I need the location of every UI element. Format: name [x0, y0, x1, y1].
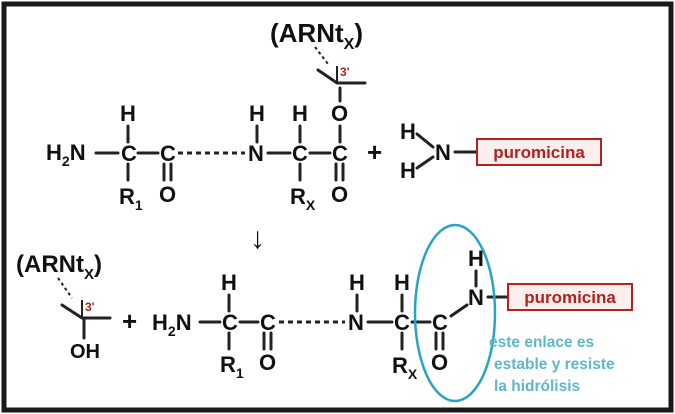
top-trna-label: (ARNtX) [270, 18, 363, 53]
top-c1: C [160, 141, 176, 166]
bottom-h-cx: H [394, 270, 410, 295]
bottom-c1: C [260, 310, 276, 335]
bottom-c-end: C [432, 310, 448, 335]
bottom-puromicina-label: puromicina [524, 288, 616, 307]
bottom-trna-label: (ARNtX) [16, 251, 102, 283]
top-o-dbl: O [331, 182, 348, 207]
bottom-trna-dashed-link [57, 277, 73, 299]
bottom-plus: + [122, 306, 137, 336]
reaction-arrow: ↓ [250, 222, 265, 255]
stable-bond-note: este enlace es estable y resiste la hidr… [489, 334, 619, 395]
top-o1: O [159, 182, 176, 207]
bottom-prime-label: 3' [85, 300, 95, 314]
bottom-h-nmid: H [349, 270, 365, 295]
bottom-h2n: H2N [152, 310, 192, 339]
bottom-oh: OH [70, 341, 100, 363]
top-c-end: C [332, 141, 348, 166]
top-n-mid: N [248, 141, 264, 166]
top-plus: + [367, 137, 382, 167]
bottom-bond-cend-n-amide [449, 303, 469, 318]
top-h-cx: H [292, 101, 308, 126]
top-puro-nh-bonds [415, 132, 435, 170]
top-o-ester: O [331, 101, 348, 126]
top-rx: RX [290, 184, 316, 213]
top-puromicina-box [476, 138, 602, 166]
bottom-n-amide: N [468, 285, 484, 310]
amide-bond-highlight-ellipse [413, 223, 497, 403]
top-bond-c1-o1-double [162, 162, 173, 182]
top-h-ca1: H [120, 101, 136, 126]
top-trna-text: (ARNt [270, 18, 344, 48]
top-h2n: H2N [46, 140, 86, 169]
bottom-ca1: C [222, 310, 238, 335]
bottom-bond-c1-o1-double [262, 331, 273, 351]
bottom-rx: RX [392, 353, 418, 382]
bottom-puromicina-box [507, 283, 633, 311]
top-trna-close: ) [354, 18, 363, 48]
top-ca1: C [121, 141, 137, 166]
top-puro-n: N [435, 140, 451, 165]
bottom-r1: R1 [220, 352, 244, 381]
bottom-o1: O [259, 350, 276, 375]
top-puro-h-bot: H [400, 158, 416, 183]
bottom-h-amide: H [468, 246, 484, 271]
top-trna-sub: X [344, 36, 355, 53]
top-h-nmid: H [249, 101, 265, 126]
svg-text:(ARNtX): (ARNtX) [270, 18, 363, 53]
bottom-h-ca1: H [221, 270, 237, 295]
top-prime-label: 3' [340, 65, 350, 79]
bottom-n-mid: N [348, 310, 364, 335]
top-cx: C [292, 141, 308, 166]
top-r1: R1 [119, 184, 143, 213]
top-puro-h-top: H [400, 119, 416, 144]
top-bond-cend-o-double [334, 162, 345, 182]
bottom-cx: C [394, 310, 410, 335]
bottom-bond-cend-o-double [434, 331, 445, 351]
bottom-o-dbl: O [431, 350, 448, 375]
top-puromicina-label: puromicina [493, 143, 585, 162]
